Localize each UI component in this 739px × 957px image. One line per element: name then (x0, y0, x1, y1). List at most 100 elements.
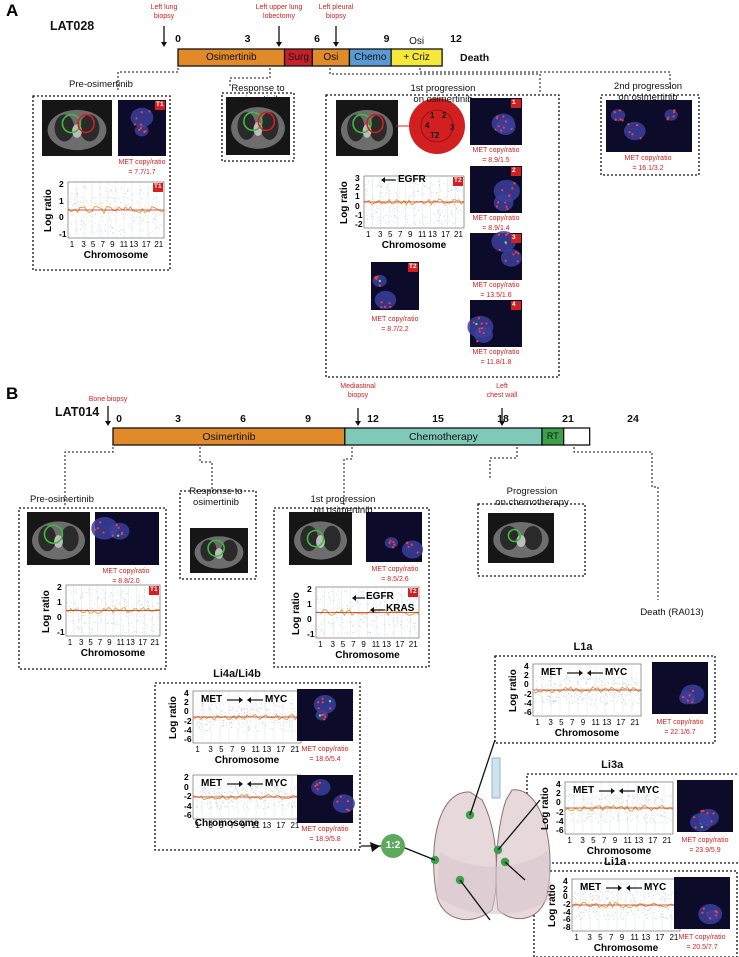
box-b-li1a-cnv-point (634, 901, 636, 903)
box-b-l1a-cnv-point (542, 696, 544, 698)
cnv-a-pre-point (127, 198, 129, 199)
box-b-li4-cnv-point (214, 705, 216, 707)
cnv-a-prog1-point (418, 209, 420, 211)
ct-b-chemo-mediastinum (516, 535, 526, 547)
cnv-b-prog1-point (363, 622, 365, 623)
gene-kras-b: KRAS (386, 603, 415, 614)
cnv-b-pre-point (144, 590, 146, 591)
cnv-b-prog1-point (372, 620, 374, 622)
box-b-li3a-fish-met-signal (694, 826, 697, 829)
box-b-li1a-cnv-point (597, 898, 599, 900)
box-b-li4-cnv2-point (229, 791, 231, 793)
fish-a-region-1-met-signal (502, 126, 505, 129)
box-b-l1a-cnv-point (634, 701, 636, 703)
box-b-li4-cnv2-point (242, 790, 244, 792)
event-b-arrow-1-head (355, 421, 361, 426)
cnv-b-pre-point (78, 626, 80, 628)
box-b-li4-cnv2-point (231, 800, 233, 802)
box-b-l1a-cnv-ytick: -2 (524, 688, 532, 699)
box-b-li4-cnv2-point (250, 790, 252, 792)
box-b-l1a-cnv-point (537, 691, 539, 693)
cnv-a-pre-point (106, 191, 108, 193)
box-b-l1a-cnv-point (598, 677, 600, 679)
box-b-li4-cnv2-point (248, 808, 250, 810)
box-b-li1a-cnv-point (590, 893, 592, 895)
box-b-l1a-cnv-point (576, 698, 578, 700)
autopsy-title-0: L1a (573, 641, 593, 653)
cnv-a-prog1-point (379, 192, 381, 194)
box-b-li4-cnv-point (198, 726, 200, 728)
cnv-b-prog1-point (359, 625, 361, 627)
box-b-l1a-cnv-point (552, 687, 554, 689)
cnv-b-prog1-point (364, 598, 365, 600)
cnv-b-pre-point (108, 606, 110, 607)
fish-a-prog2-met-signal (619, 118, 622, 121)
cnv-b-pre-point (147, 600, 149, 602)
box-b-l1a-cnv-point (574, 696, 576, 698)
box-b-li3a-cnv-point (662, 815, 663, 817)
cnv-a-pre-point (139, 230, 141, 232)
box-b-li1a-cnv-xtick: 17 (655, 933, 665, 942)
cnv-a-pre-point (143, 192, 145, 194)
cnv-b-pre-point (125, 598, 127, 600)
box-b-li4-cnv2-point (256, 805, 258, 807)
cnv-b-prog1-ylabel: Log ratio (291, 591, 302, 635)
fish-a-region-2-met-signal (501, 189, 504, 192)
cnv-b-pre-xtick: 9 (107, 638, 112, 647)
box-b-li4-cnv2-point (292, 801, 294, 803)
cnv-b-pre-point (79, 595, 81, 597)
cnv-b-pre-point (145, 601, 147, 603)
box-b-li1a-cnv-point (629, 900, 631, 902)
box-b-li4-cnv-xtick: 7 (229, 745, 235, 754)
cnv-b-prog1-point (323, 633, 325, 635)
cnv-b-pre-tag: T1 (150, 586, 158, 593)
box-b-li1a-cnv-point (611, 914, 613, 916)
box-b-li4-cnv-point (280, 724, 282, 726)
cnv-b-pre-point (131, 622, 132, 624)
cnv-b-pre-point (152, 617, 154, 619)
box-b-li4-cnv2-point (286, 804, 288, 806)
box-b-li4-cnv2-point (215, 802, 217, 804)
cnv-b-prog1-point (382, 610, 384, 612)
cnv-a-prog1-point (452, 190, 454, 191)
cnv-b-prog1-point (357, 601, 358, 603)
box-b-li4-fish-cen-signal (318, 714, 322, 717)
box-b-l1a-cnv-xtick: 17 (616, 718, 626, 727)
cnv-a-pre-point (122, 196, 124, 198)
box-b-l1a-cnv-point (587, 678, 589, 680)
box-b-li3a-cnv-point (670, 820, 672, 822)
fish-a-region-3-met-signal (514, 251, 518, 254)
box-b-li1a-cnv-point (621, 912, 623, 914)
cnv-b-pre-point (80, 608, 82, 610)
cnv-b-prog1-point (408, 596, 410, 598)
box-b-li4-cnv2-point (208, 796, 210, 797)
box-b-li4-fish-met-signal (324, 715, 327, 718)
box-b-li3a-cnv-point (591, 813, 593, 815)
cnv-b-pre-point (87, 591, 89, 593)
cnv-a-prog1-ytick: 2 (355, 182, 360, 193)
box-b-li3a-cnv-point (641, 803, 643, 805)
cnv-a-prog1-point (458, 197, 460, 199)
cnv-a-pre-point (97, 204, 99, 206)
box-b-li4-cnv2-point (269, 787, 270, 789)
cnv-b-prog1-point (400, 594, 402, 596)
cnv-b-pre-point (95, 591, 97, 593)
cnv-b-pre-point (85, 592, 87, 593)
cnv-a-prog1-xtick: 1 (366, 230, 371, 239)
cnv-a-prog1-point (437, 220, 439, 222)
fish-a-region-1-met-signal (500, 129, 503, 132)
cnv-b-prog1-point (366, 612, 368, 614)
box-b-li4-2-arrow-myc-head (247, 781, 251, 787)
fish-a-region-2-tag: 2 (512, 167, 516, 174)
cnv-b-prog1-point (352, 625, 353, 627)
box-b-li4-cnv-point (234, 706, 236, 708)
box-b-l1a-cnv-point (555, 701, 557, 702)
box-b-li3a-cnv-point (639, 802, 641, 804)
cnv-a-pre-point (151, 220, 153, 222)
cnv-b-prog1-point (397, 619, 399, 621)
cnv-b-pre-point (141, 604, 143, 606)
cnv-a-prog1-point (460, 220, 462, 222)
cnv-a-prog1-point (443, 200, 445, 202)
box-b-li3a-fish-cen-signal (700, 825, 704, 829)
box-b-li3a-cnv-point (626, 812, 628, 813)
